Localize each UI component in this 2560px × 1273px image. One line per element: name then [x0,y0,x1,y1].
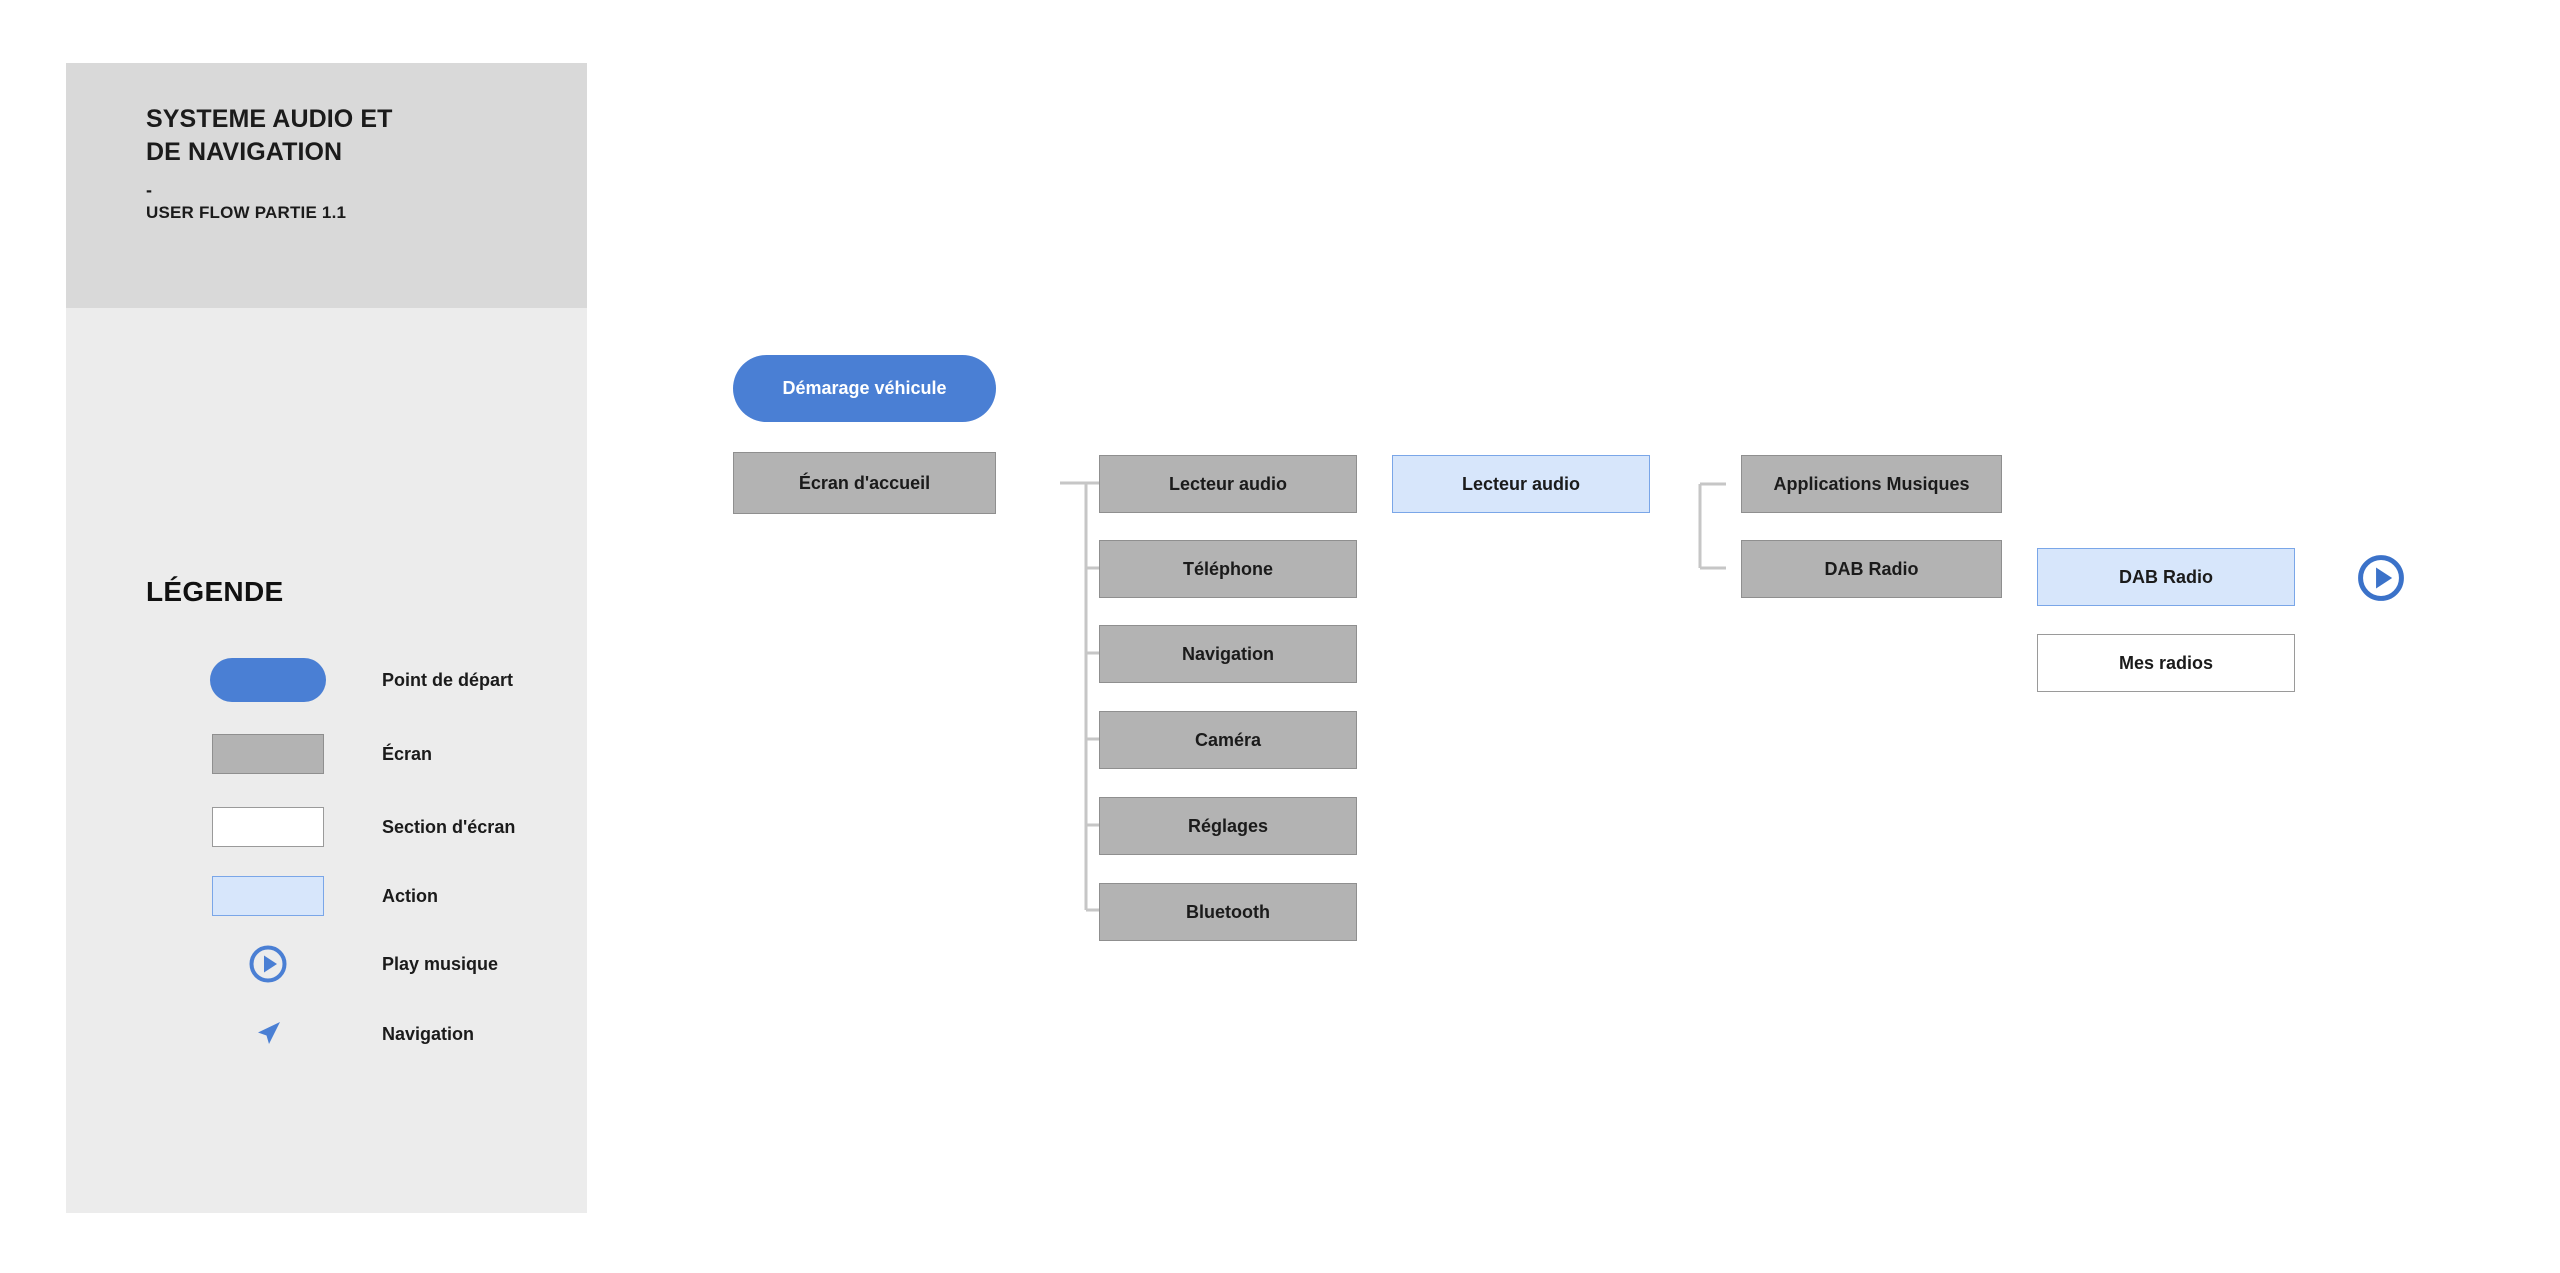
flow-node-section-mes-radios[interactable]: Mes radios [2037,634,2295,692]
legend-item-action: Action [146,873,566,919]
play-circle-icon [210,941,326,987]
node-label: DAB Radio [2119,566,2213,587]
legend-swatch-section [210,804,326,850]
legend-item-point-de-depart: Point de départ [146,657,566,703]
legend-label: Section d'écran [382,816,516,837]
flow-node-screen-applications-musiques[interactable]: Applications Musiques [1741,455,2002,513]
legend-title: LÉGENDE [146,576,284,607]
node-label: Navigation [1181,643,1274,664]
flow-node-action-lecteur-audio[interactable]: Lecteur audio [1392,455,1650,513]
section-rect-swatch [212,807,324,847]
flow-node-screen-telephone[interactable]: Téléphone [1099,540,1357,598]
page-title: SYSTEME AUDIO ET DE NAVIGATION [146,103,566,170]
title-separator-dash: - [146,180,152,200]
node-label: Téléphone [1182,558,1273,579]
flow-node-screen-lecteur-audio[interactable]: Lecteur audio [1099,455,1357,513]
legend-label: Point de départ [382,669,514,690]
node-label: Mes radios [2118,652,2214,673]
page-title-line-1: SYSTEME AUDIO ET [146,105,393,133]
sidebar-header: SYSTEME AUDIO ET DE NAVIGATION - USER FL… [66,63,587,308]
action-rect-swatch [212,876,324,916]
node-label: Lecteur audio [1168,473,1288,494]
flow-node-screen-dab-radio[interactable]: DAB Radio [1741,540,2002,598]
screen-rect-swatch [212,734,324,774]
node-label: Applications Musiques [1773,473,1970,494]
legend-swatch-action [210,873,326,919]
flow-node-screen-bluetooth[interactable]: Bluetooth [1099,883,1357,941]
page-title-line-2: DE NAVIGATION [146,138,343,167]
legend-label: Écran [382,743,433,764]
legend-item-navigation: Navigation [146,1011,566,1057]
legend-swatch-screen [210,731,326,777]
node-label: Lecteur audio [1461,473,1581,494]
node-label: Démarage véhicule [782,378,947,398]
node-label: Caméra [1194,729,1262,750]
flow-node-screen-ecran-daccueil[interactable]: Écran d'accueil [733,452,996,514]
node-label: Écran d'accueil [798,472,931,493]
sidebar-panel: SYSTEME AUDIO ET DE NAVIGATION - USER FL… [66,63,587,1213]
node-label: DAB Radio [1824,558,1919,579]
legend-item-play-musique: Play musique [146,941,566,987]
legend-label: Navigation [382,1023,475,1044]
legend-item-ecran: Écran [146,731,566,777]
flow-node-screen-navigation[interactable]: Navigation [1099,625,1357,683]
flow-node-start-demarage-vehicule[interactable]: Démarage véhicule [733,355,996,422]
play-circle-icon[interactable] [2355,552,2407,604]
page-subtitle: USER FLOW PARTIE 1.1 [146,203,347,222]
legend-swatch-start-pill [210,657,326,703]
flow-node-screen-reglages[interactable]: Réglages [1099,797,1357,855]
legend-label: Play musique [382,953,499,974]
tree-connector-menu [1050,455,1150,935]
node-label: Bluetooth [1186,901,1270,922]
navigation-arrow-icon [210,1011,326,1057]
node-label: Réglages [1187,815,1269,836]
start-pill-swatch [210,658,326,702]
flow-node-screen-camera[interactable]: Caméra [1099,711,1357,769]
legend-item-section-decran: Section d'écran [146,804,566,850]
flow-node-action-dab-radio[interactable]: DAB Radio [2037,548,2295,606]
legend-label: Action [382,885,438,906]
